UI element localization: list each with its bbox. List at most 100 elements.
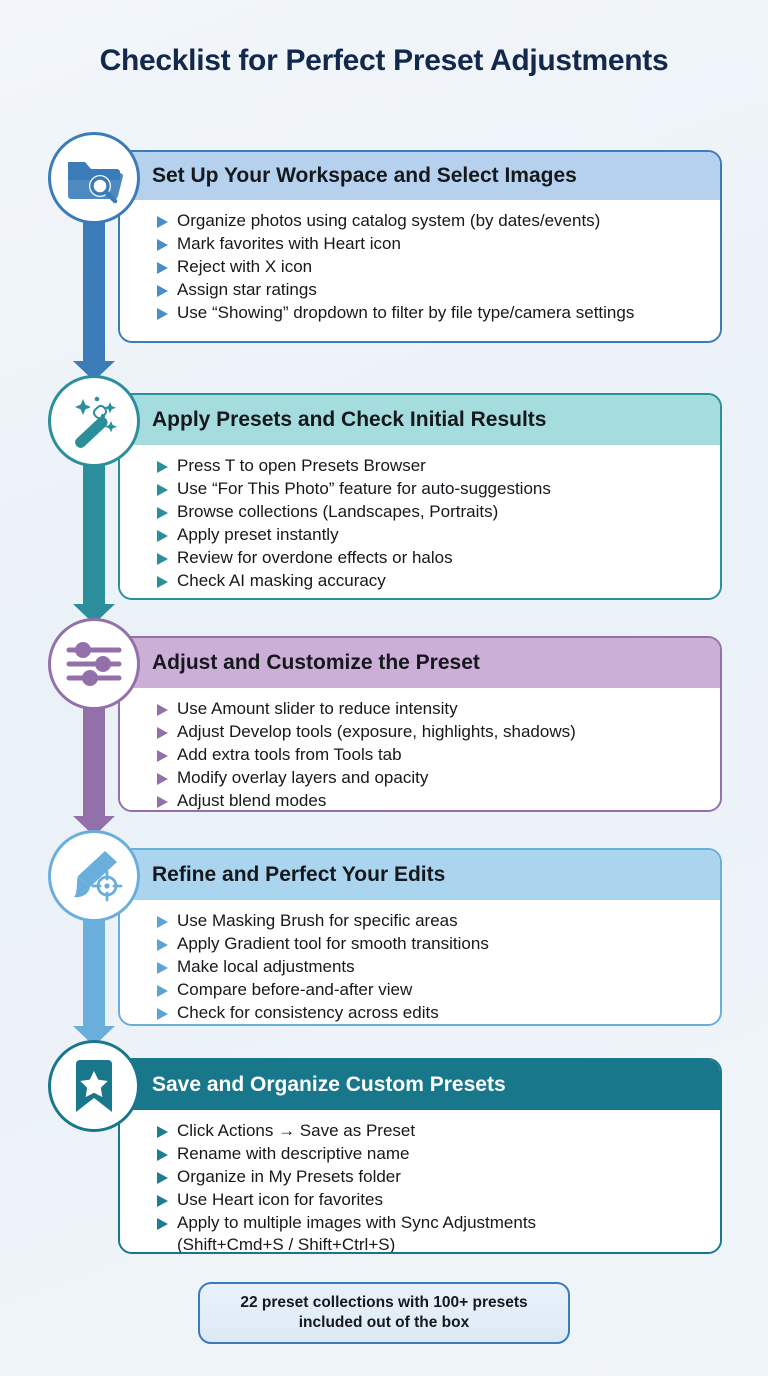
bullet-arrow-icon bbox=[156, 956, 173, 978]
folder-search-icon bbox=[65, 151, 123, 205]
bullet-item: Compare before-and-after view bbox=[156, 979, 706, 1001]
bullet-arrow-icon bbox=[156, 979, 173, 1001]
bullet-text: Apply to multiple images with Sync Adjus… bbox=[177, 1213, 537, 1254]
flow-connector-arrow bbox=[73, 910, 115, 1046]
bullet-text: Adjust Develop tools (exposure, highligh… bbox=[177, 722, 576, 741]
bullet-arrow-icon bbox=[156, 721, 173, 743]
bullet-text: Check AI masking accuracy bbox=[177, 571, 386, 590]
bullet-text: Compare before-and-after view bbox=[177, 980, 413, 999]
step-heading-4: Refine and Perfect Your Edits bbox=[120, 850, 720, 900]
bullet-item: Review for overdone effects or halos bbox=[156, 547, 706, 569]
bullet-arrow-icon bbox=[156, 910, 173, 932]
bullet-text: Make local adjustments bbox=[177, 957, 355, 976]
bullet-item: Organize photos using catalog system (by… bbox=[156, 210, 706, 232]
bullet-arrow-icon bbox=[156, 302, 173, 324]
bullet-text: Reject with X icon bbox=[177, 257, 313, 276]
bullet-arrow-icon bbox=[156, 767, 173, 789]
step-icon-badge-2 bbox=[48, 375, 140, 467]
bullet-text: Assign star ratings bbox=[177, 280, 317, 299]
bullet-item: Use “Showing” dropdown to filter by file… bbox=[156, 302, 706, 324]
bullet-text: Review for overdone effects or halos bbox=[177, 548, 453, 567]
bullet-item: Reject with X icon bbox=[156, 256, 706, 278]
bullet-item: Use Heart icon for favorites bbox=[156, 1189, 706, 1211]
flow-connector-arrow bbox=[73, 212, 115, 381]
sliders-icon bbox=[65, 640, 123, 688]
bullet-arrow-icon bbox=[156, 933, 173, 955]
bullet-text: Adjust blend modes bbox=[177, 791, 327, 810]
step-icon-badge-1 bbox=[48, 132, 140, 224]
step-bullet-list-1: Organize photos using catalog system (by… bbox=[120, 200, 720, 337]
bullet-item: Mark favorites with Heart icon bbox=[156, 233, 706, 255]
bullet-item: Check for consistency across edits bbox=[156, 1002, 706, 1024]
bullet-text: Organize in My Presets folder bbox=[177, 1167, 401, 1186]
step-heading-2: Apply Presets and Check Initial Results bbox=[120, 395, 720, 445]
bullet-arrow-icon bbox=[156, 1189, 173, 1211]
bullet-arrow-icon bbox=[156, 455, 173, 477]
bullet-text: Apply Gradient tool for smooth transitio… bbox=[177, 934, 489, 953]
bullet-arrow-icon bbox=[156, 570, 173, 592]
bullet-text: Use “For This Photo” feature for auto-su… bbox=[177, 479, 551, 498]
bullet-text: Organize photos using catalog system (by… bbox=[177, 211, 601, 230]
bullet-arrow-icon bbox=[156, 790, 173, 810]
bullet-item: Add extra tools from Tools tab bbox=[156, 744, 706, 766]
bullet-text: Modify overlay layers and opacity bbox=[177, 768, 429, 787]
bullet-item: Check AI masking accuracy bbox=[156, 570, 706, 592]
bullet-text: Click Actions → Save as Preset bbox=[177, 1121, 416, 1140]
bullet-arrow-icon bbox=[156, 279, 173, 301]
bullet-text: Apply preset instantly bbox=[177, 525, 339, 544]
step-icon-badge-4 bbox=[48, 830, 140, 922]
footer-callout: 22 preset collections with 100+ presets … bbox=[198, 1282, 570, 1344]
bullet-arrow-icon bbox=[156, 210, 173, 232]
step-icon-badge-5 bbox=[48, 1040, 140, 1132]
bullet-item: Apply Gradient tool for smooth transitio… bbox=[156, 933, 706, 955]
bullet-text: Check for consistency across edits bbox=[177, 1003, 439, 1022]
bullet-item: Apply preset instantly bbox=[156, 524, 706, 546]
bullet-text: Rename with descriptive name bbox=[177, 1144, 410, 1163]
bullet-arrow-icon bbox=[156, 233, 173, 255]
bullet-arrow-icon bbox=[156, 501, 173, 523]
bullet-item: Rename with descriptive name bbox=[156, 1143, 706, 1165]
bullet-arrow-icon bbox=[156, 698, 173, 720]
bullet-item: Use “For This Photo” feature for auto-su… bbox=[156, 478, 706, 500]
bullet-item: Make local adjustments bbox=[156, 956, 706, 978]
bullet-item: Use Amount slider to reduce intensity bbox=[156, 698, 706, 720]
bookmark-star-icon bbox=[71, 1058, 117, 1114]
bullet-item: Adjust Develop tools (exposure, highligh… bbox=[156, 721, 706, 743]
bullet-item: Adjust blend modes bbox=[156, 790, 706, 810]
footer-line-2: included out of the box bbox=[298, 1314, 470, 1331]
bullet-arrow-icon bbox=[156, 1212, 173, 1234]
page-title: Checklist for Perfect Preset Adjustments bbox=[99, 44, 669, 77]
bullet-item: Browse collections (Landscapes, Portrait… bbox=[156, 501, 706, 523]
bullet-item: Use Masking Brush for specific areas bbox=[156, 910, 706, 932]
brush-target-icon bbox=[65, 848, 123, 904]
bullet-item: Apply to multiple images with Sync Adjus… bbox=[156, 1212, 706, 1254]
bullet-item: Modify overlay layers and opacity bbox=[156, 767, 706, 789]
bullet-arrow-icon bbox=[156, 478, 173, 500]
bullet-arrow-icon bbox=[156, 1120, 173, 1142]
bullet-item: Press T to open Presets Browser bbox=[156, 455, 706, 477]
bullet-text: Use “Showing” dropdown to filter by file… bbox=[177, 303, 635, 322]
bullet-text: Browse collections (Landscapes, Portrait… bbox=[177, 502, 499, 521]
bullet-text: Use Masking Brush for specific areas bbox=[177, 911, 458, 930]
footer-line-1: 22 preset collections with 100+ presets bbox=[240, 1294, 528, 1311]
bullet-item: Organize in My Presets folder bbox=[156, 1166, 706, 1188]
bullet-arrow-icon bbox=[156, 1143, 173, 1165]
bullet-text: Press T to open Presets Browser bbox=[177, 456, 426, 475]
bullet-arrow-icon bbox=[156, 1002, 173, 1024]
step-icon-badge-3 bbox=[48, 618, 140, 710]
flow-connector-arrow bbox=[73, 698, 115, 836]
step-heading-1: Set Up Your Workspace and Select Images bbox=[120, 152, 720, 200]
magic-wand-icon bbox=[65, 393, 123, 449]
flow-connector-arrow bbox=[73, 455, 115, 624]
bullet-arrow-icon bbox=[156, 524, 173, 546]
